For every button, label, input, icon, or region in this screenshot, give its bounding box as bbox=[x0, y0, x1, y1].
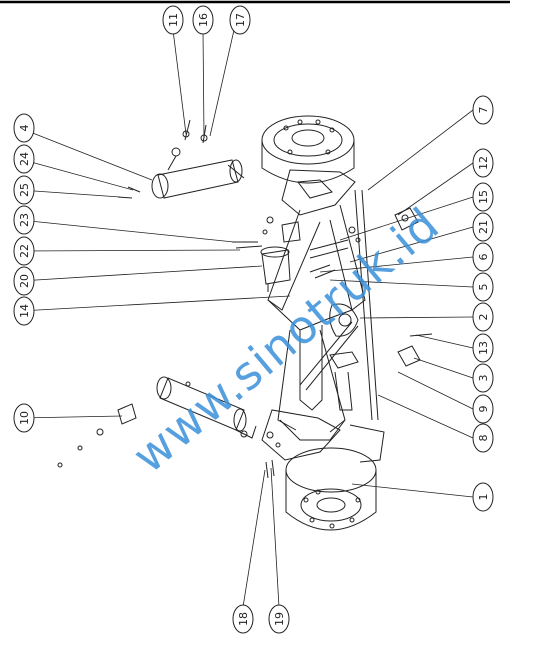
callout-13 bbox=[472, 333, 494, 363]
callout-7 bbox=[472, 95, 494, 125]
callout-8 bbox=[472, 423, 494, 453]
lower-hub-drum bbox=[285, 447, 377, 531]
lower-knuckle bbox=[261, 409, 341, 461]
upper-cylinder bbox=[151, 147, 245, 199]
callout-label-11: 11 bbox=[167, 13, 180, 27]
upper-hub-drum bbox=[261, 115, 355, 184]
callout-24 bbox=[13, 144, 35, 174]
callout-21 bbox=[472, 212, 494, 242]
callout-label-24: 24 bbox=[18, 152, 31, 166]
callout-18 bbox=[232, 604, 254, 634]
callout-4 bbox=[13, 113, 35, 143]
callout-bubbles bbox=[13, 5, 494, 634]
cross-mount bbox=[281, 221, 301, 243]
callout-label-9: 9 bbox=[477, 406, 490, 413]
callout-15 bbox=[472, 182, 494, 212]
bracket-3 bbox=[397, 345, 421, 367]
callout-labels: 7 12 15 21 6 5 2 13 3 9 8 1 4 24 25 23 2… bbox=[18, 13, 490, 626]
lower-cylinder bbox=[156, 376, 257, 439]
callout-19 bbox=[268, 604, 290, 634]
callout-label-16: 16 bbox=[197, 13, 210, 27]
callout-17 bbox=[229, 5, 251, 35]
axle-drawing bbox=[57, 115, 433, 531]
axle-beam bbox=[267, 204, 366, 441]
callout-label-3: 3 bbox=[477, 375, 490, 382]
callout-label-20: 20 bbox=[18, 274, 31, 288]
callout-2 bbox=[472, 302, 494, 332]
callout-3 bbox=[472, 363, 494, 393]
callout-label-13: 13 bbox=[477, 341, 490, 355]
callout-label-23: 23 bbox=[18, 213, 31, 227]
callout-label-7: 7 bbox=[477, 107, 490, 114]
watermark: www.sinotruk.id bbox=[122, 197, 449, 484]
callout-25 bbox=[13, 175, 35, 205]
callout-label-10: 10 bbox=[18, 411, 31, 425]
callout-6 bbox=[472, 242, 494, 272]
callout-label-8: 8 bbox=[477, 435, 490, 442]
callout-16 bbox=[192, 5, 214, 35]
callout-label-17: 17 bbox=[234, 13, 247, 27]
filter-20 bbox=[261, 249, 291, 285]
callout-5 bbox=[472, 272, 494, 302]
callout-label-6: 6 bbox=[477, 254, 490, 261]
callout-1 bbox=[472, 482, 494, 512]
callout-label-21: 21 bbox=[477, 220, 490, 234]
callout-label-4: 4 bbox=[18, 125, 31, 132]
callout-label-18: 18 bbox=[237, 612, 250, 626]
callout-22 bbox=[13, 236, 35, 266]
leader-lines bbox=[19, 29, 474, 608]
callout-label-2: 2 bbox=[477, 314, 490, 321]
callout-11 bbox=[162, 5, 184, 35]
callout-label-1: 1 bbox=[477, 494, 490, 501]
callout-label-22: 22 bbox=[18, 244, 31, 258]
steering-arm bbox=[329, 303, 359, 337]
callout-9 bbox=[472, 394, 494, 424]
callout-label-5: 5 bbox=[477, 284, 490, 291]
callout-12 bbox=[472, 148, 494, 178]
callout-label-14: 14 bbox=[18, 304, 31, 318]
bracket-10 bbox=[117, 403, 137, 425]
callout-14 bbox=[13, 296, 35, 326]
callout-label-25: 25 bbox=[18, 183, 31, 197]
tie-rod bbox=[299, 321, 353, 386]
drag-rod bbox=[354, 189, 373, 421]
callout-23 bbox=[13, 205, 35, 235]
callout-10 bbox=[13, 403, 35, 433]
callout-label-15: 15 bbox=[477, 190, 490, 204]
callout-20 bbox=[13, 266, 35, 296]
callout-label-19: 19 bbox=[273, 612, 286, 626]
cross-rod-upper bbox=[309, 239, 349, 251]
callout-label-12: 12 bbox=[477, 156, 490, 170]
upper-knuckle bbox=[281, 169, 356, 216]
